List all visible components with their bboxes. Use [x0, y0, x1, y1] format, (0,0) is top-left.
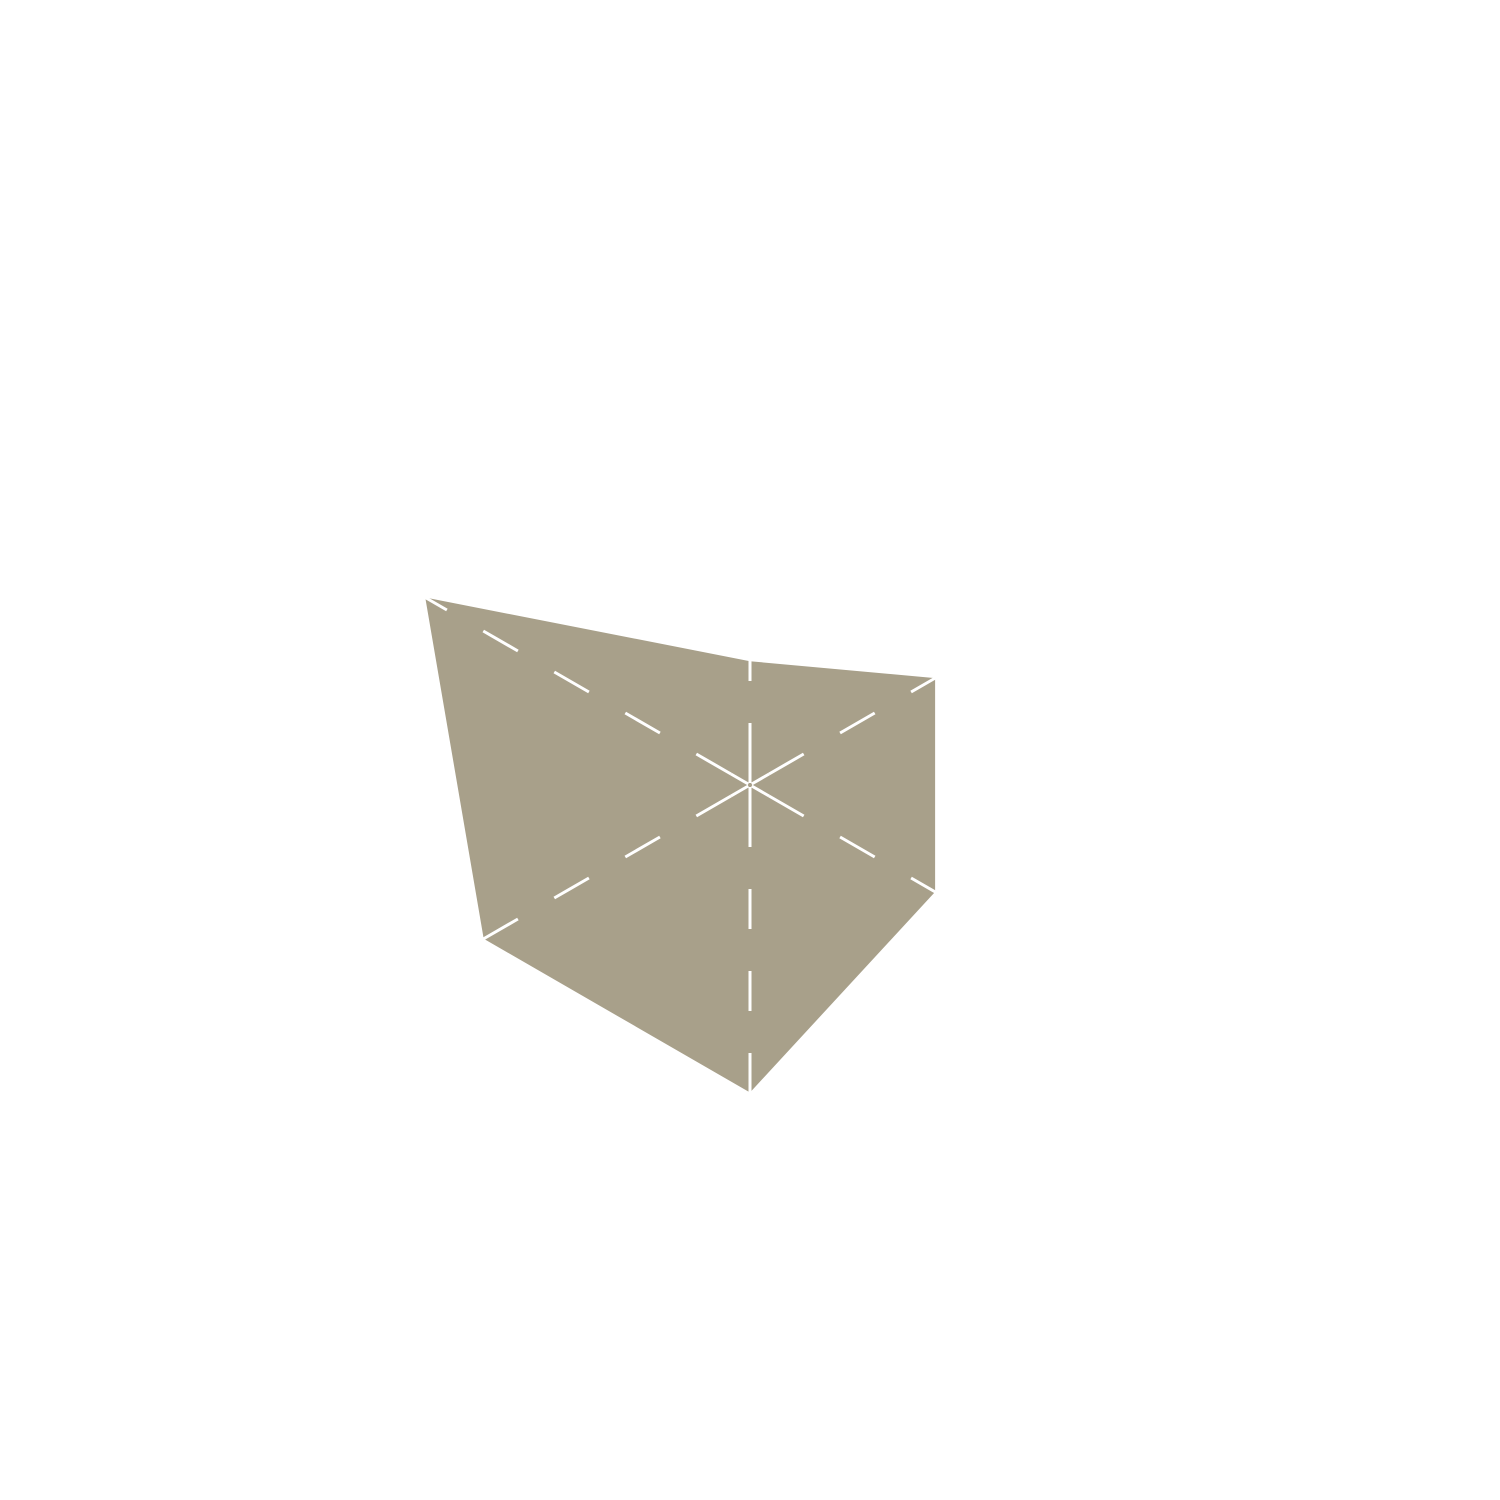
series-polygon-0: [425, 597, 936, 1093]
center-marker-spoke: [730, 784, 750, 798]
center-marker-spoke: [750, 772, 770, 786]
radar-axis-5: [408, 586, 732, 776]
radar-axis-4: [408, 794, 732, 984]
radar-axis-1: [768, 586, 1092, 776]
radar-axis-2: [768, 794, 1092, 984]
center-marker-spoke: [750, 784, 770, 798]
center-marker-spoke: [730, 772, 750, 786]
